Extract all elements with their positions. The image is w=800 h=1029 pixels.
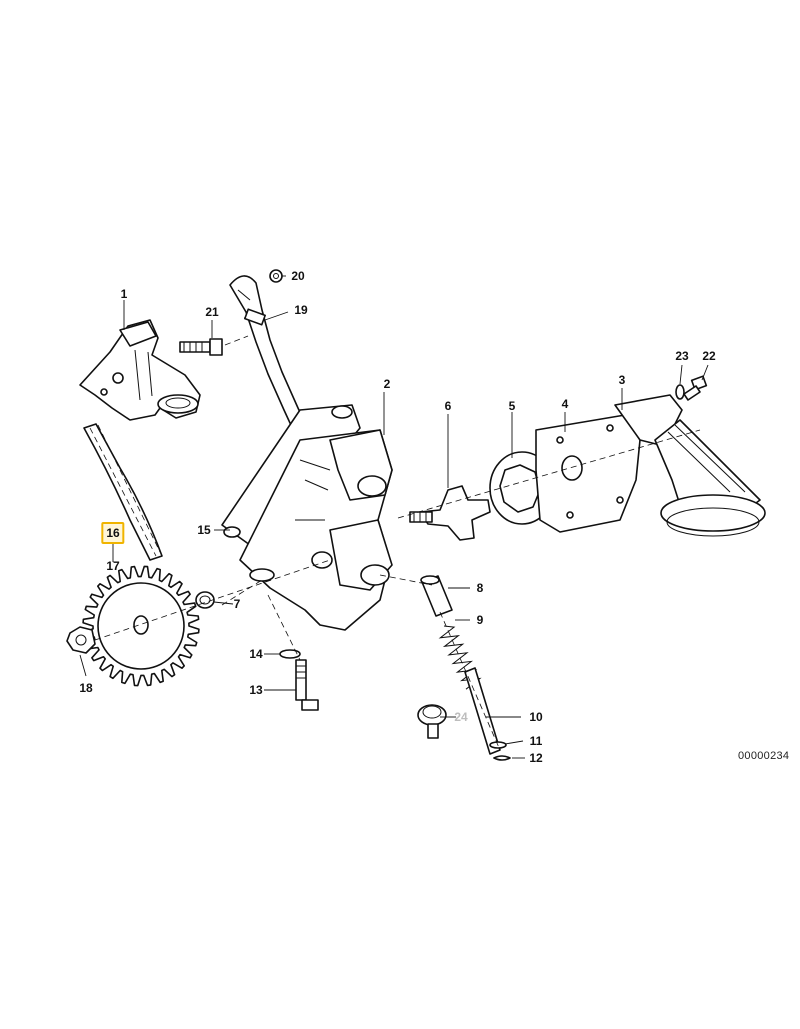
- part-1-tensioner-bracket: [79, 319, 201, 421]
- part-16-sprocket: [82, 565, 200, 687]
- callout-18[interactable]: 18: [79, 681, 93, 695]
- callout-3[interactable]: 3: [618, 373, 626, 387]
- callout-11[interactable]: 11: [529, 734, 543, 748]
- callout-22[interactable]: 22: [702, 349, 716, 363]
- part-20-washer: [269, 269, 283, 283]
- part-12-circlip: [493, 755, 511, 761]
- callout-21[interactable]: 21: [205, 305, 219, 319]
- part-8-piston: [420, 575, 453, 617]
- callout-9[interactable]: 9: [476, 613, 484, 627]
- part-22-bolt: [683, 375, 708, 401]
- part-13-bolt: [295, 659, 319, 711]
- callout-24[interactable]: 24: [454, 710, 468, 724]
- part-4-pump-cover: [535, 414, 641, 533]
- part-17-chain: [83, 423, 163, 561]
- callout-2[interactable]: 2: [383, 377, 391, 391]
- part-3-oil-pickup: [614, 394, 766, 537]
- callout-14[interactable]: 14: [249, 647, 263, 661]
- callout-17[interactable]: 17: [106, 559, 120, 573]
- part-5-rotor: [489, 451, 555, 525]
- callout-8[interactable]: 8: [476, 581, 484, 595]
- part-21-bolt: [179, 338, 223, 356]
- callout-13[interactable]: 13: [249, 683, 263, 697]
- callout-4[interactable]: 4: [561, 397, 569, 411]
- callout-23[interactable]: 23: [675, 349, 689, 363]
- callout-1[interactable]: 1: [120, 287, 128, 301]
- part-19-pipe: [229, 275, 309, 437]
- callout-6[interactable]: 6: [444, 399, 452, 413]
- callout-5[interactable]: 5: [508, 399, 516, 413]
- callout-7[interactable]: 7: [233, 597, 241, 611]
- part-23-washer: [675, 384, 685, 400]
- callout-19[interactable]: 19: [294, 303, 308, 317]
- part-18-nut: [66, 626, 96, 654]
- part-24-plug: [417, 704, 447, 739]
- callout-10[interactable]: 10: [529, 710, 543, 724]
- diagram-reference-code: 00000234: [738, 750, 790, 762]
- callout-16-highlighted[interactable]: 16: [101, 522, 125, 544]
- callout-15[interactable]: 15: [197, 523, 211, 537]
- callout-12[interactable]: 12: [529, 751, 543, 765]
- assembly-axes: [94, 335, 701, 751]
- part-6-drive-gear: [409, 485, 491, 541]
- leader-lines: [79, 275, 709, 759]
- callout-20[interactable]: 20: [291, 269, 305, 283]
- part-2-pump-housing: [221, 404, 393, 631]
